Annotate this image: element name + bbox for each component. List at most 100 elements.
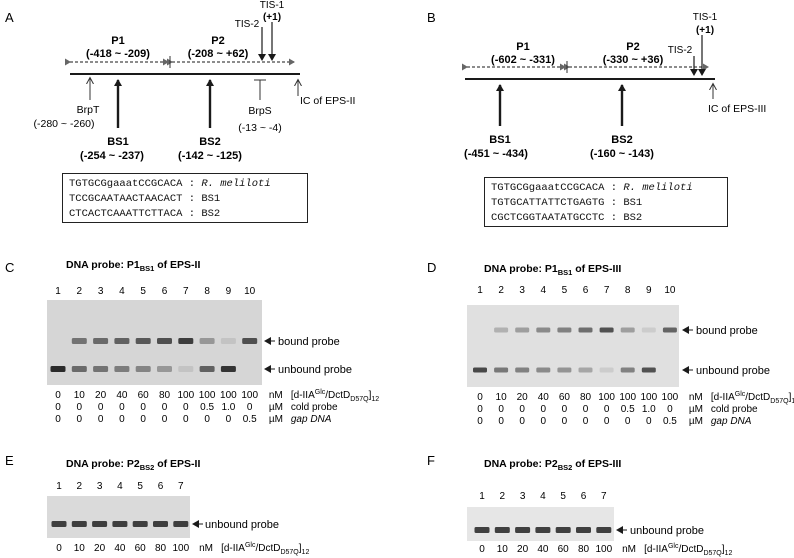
bs2-label: BS2 <box>199 136 220 148</box>
lane-number: 6 <box>162 286 168 297</box>
condition-value: 20 <box>517 544 529 555</box>
sequence-text: CGCTCGGTAATATGCCTC <box>491 212 605 224</box>
brpt-label: BrpT <box>77 104 100 116</box>
condition-value: 0 <box>667 404 673 415</box>
gel-e <box>47 496 190 538</box>
condition-value: 20 <box>94 543 106 554</box>
panel-e-title: DNA probe: P2BS2 of EPS-II <box>66 458 200 472</box>
lane-number: 4 <box>117 481 123 492</box>
condition-value: 0 <box>519 404 525 415</box>
condition-value: 0.5 <box>200 402 214 413</box>
unbound-band <box>515 527 531 533</box>
bound-probe-label: bound probe <box>278 336 340 348</box>
bound-band <box>620 327 635 333</box>
panel-e-letter: E <box>5 453 14 468</box>
condition-value: 0 <box>583 404 589 415</box>
sequence-label: BS1 <box>623 197 643 209</box>
sequence-separator: : <box>182 178 202 190</box>
unbound-band <box>473 367 487 373</box>
bound-band <box>536 327 551 333</box>
lane-number: 1 <box>56 481 62 492</box>
lane-number: 1 <box>477 285 483 296</box>
bound-band <box>599 327 614 333</box>
unbound-band <box>557 367 572 373</box>
sequence-label: BS1 <box>201 193 221 205</box>
lane-number: 6 <box>158 481 164 492</box>
condition-value: 0 <box>519 416 525 427</box>
lane-number: 6 <box>583 285 589 296</box>
condition-value: 0 <box>498 404 504 415</box>
unbound-band <box>114 366 130 372</box>
panel-c-title: DNA probe: P1BS1 of EPS-II <box>66 259 200 273</box>
sequence-row: CTCACTCAAATTCTTACA : BS2 <box>69 206 301 221</box>
unbound-band <box>178 366 194 372</box>
tis2-label: TIS-2 <box>668 45 693 56</box>
lane-number: 7 <box>604 285 610 296</box>
condition-value: 0 <box>183 402 189 413</box>
condition-value: 80 <box>159 390 171 401</box>
lane-number: 7 <box>601 491 607 502</box>
p1-label: P1 <box>516 41 529 53</box>
condition-value: 0 <box>498 416 504 427</box>
condition-value: 100 <box>220 390 237 401</box>
lane-number: 8 <box>204 286 210 297</box>
condition-unit: nM <box>269 390 283 401</box>
bound-band <box>199 338 215 344</box>
gel-d <box>467 305 679 387</box>
condition-value: 0 <box>98 414 104 425</box>
unbound-band <box>596 527 612 533</box>
sequence-separator: : <box>604 197 624 209</box>
condition-value: 0 <box>77 402 83 413</box>
panel-d-bands <box>473 327 677 373</box>
panel-d-title: DNA probe: P1BS1 of EPS-III <box>484 263 621 277</box>
unbound-band <box>71 521 87 527</box>
ic-eps-iii-label: IC of EPS-III <box>708 103 766 115</box>
bound-band <box>578 327 593 333</box>
lane-number: 10 <box>244 286 256 297</box>
condition-value: 100 <box>598 392 615 403</box>
unbound-band <box>578 367 593 373</box>
condition-value: 0 <box>119 414 125 425</box>
lane-number: 3 <box>98 286 104 297</box>
p2-range: (-330 ~ +36) <box>603 54 664 66</box>
sequence-row: TGTGCATTATTCTGAGTG : BS1 <box>491 195 721 210</box>
sequence-separator: : <box>604 182 624 194</box>
lane-number: 9 <box>226 286 232 297</box>
condition-value: 100 <box>662 392 679 403</box>
condition-label: gap DNA <box>291 414 332 425</box>
unbound-probe-label: unbound probe <box>696 365 770 377</box>
condition-value: 60 <box>138 390 150 401</box>
condition-value: 100 <box>241 390 258 401</box>
unbound-band <box>555 527 571 533</box>
condition-value: 100 <box>619 392 636 403</box>
bound-band <box>494 327 509 333</box>
unbound-band <box>157 366 172 372</box>
bound-band <box>93 338 109 344</box>
condition-value: 0 <box>625 416 631 427</box>
condition-value: 0 <box>477 404 483 415</box>
condition-value: 0 <box>56 543 62 554</box>
condition-value: 100 <box>177 390 194 401</box>
bound-probe-label: bound probe <box>696 325 758 337</box>
condition-value: 0 <box>162 414 168 425</box>
condition-unit: nM <box>689 392 703 403</box>
lane-number: 10 <box>664 285 676 296</box>
p2-label: P2 <box>626 41 639 53</box>
condition-value: 0.5 <box>243 414 257 425</box>
condition-value: 0 <box>604 404 610 415</box>
lane-number: 6 <box>581 491 587 502</box>
lane-number: 4 <box>541 285 547 296</box>
unbound-band <box>199 366 215 372</box>
panel-c-bands <box>50 338 258 372</box>
tis1-pos: (+1) <box>696 25 714 36</box>
condition-value: 0 <box>562 416 568 427</box>
panel-b: B P1 (-602 ~ -331) P2 (-330 ~ +36) TIS-2… <box>427 10 766 160</box>
unbound-band <box>153 521 168 527</box>
condition-value: 1.0 <box>221 402 235 413</box>
unbound-band <box>92 521 108 527</box>
protein-label: [d-IIAGlc/DctDD57Q]12 <box>711 391 794 405</box>
